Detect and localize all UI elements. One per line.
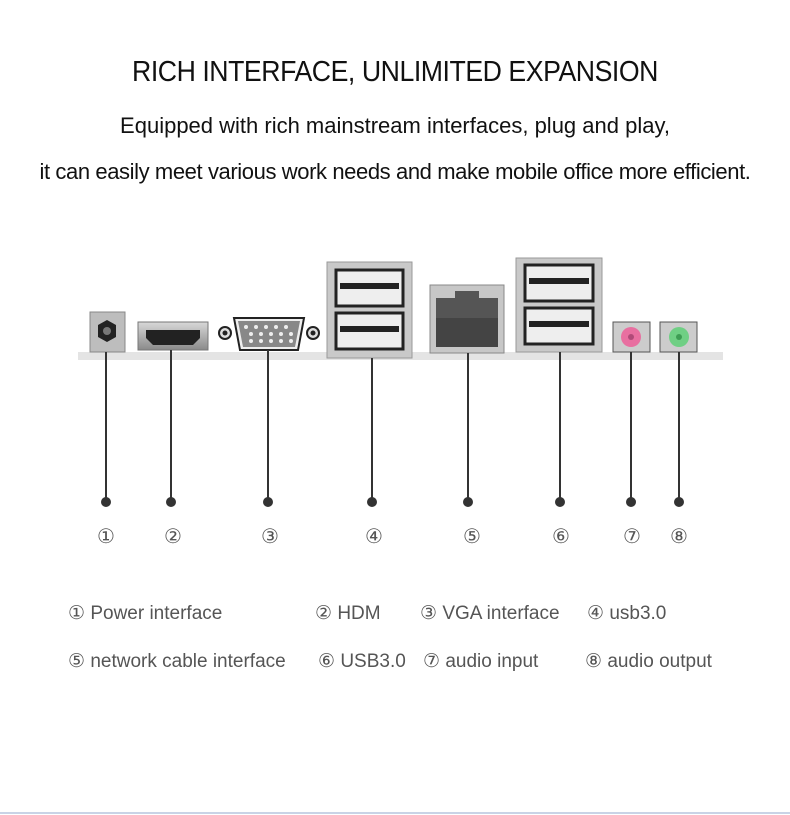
subtitle-line-1: Equipped with rich mainstream interfaces… bbox=[120, 113, 670, 138]
vga-port-icon bbox=[218, 317, 320, 351]
audio-in-jack-icon bbox=[612, 321, 651, 353]
legend-item: ④ usb3.0 bbox=[587, 602, 666, 625]
legend-label: HDM bbox=[337, 603, 381, 624]
legend-number: ① bbox=[68, 603, 86, 624]
bottom-divider bbox=[0, 812, 790, 814]
rj45-port-icon bbox=[429, 284, 505, 354]
legend-number: ③ bbox=[420, 603, 438, 624]
legend-label: USB3.0 bbox=[340, 651, 406, 672]
legend-number: ⑤ bbox=[68, 651, 86, 672]
page-title: RICH INTERFACE, UNLIMITED EXPANSION bbox=[132, 56, 658, 88]
port-number-4: ④ bbox=[365, 526, 383, 548]
legend-number: ⑧ bbox=[585, 651, 603, 672]
subtitle-line-2: it can easily meet various work needs an… bbox=[39, 159, 751, 184]
legend-item: ⑤ network cable interface bbox=[68, 650, 286, 673]
port-number-8: ⑧ bbox=[670, 526, 688, 548]
legend-item: ⑦ audio input bbox=[423, 650, 538, 673]
power-port-icon bbox=[89, 311, 126, 353]
legend-item: ② HDM bbox=[315, 602, 381, 625]
hdmi-port-icon bbox=[137, 321, 209, 351]
legend-label: VGA interface bbox=[442, 603, 560, 624]
port-number-1: ① bbox=[97, 526, 115, 548]
legend-label: audio output bbox=[607, 651, 712, 672]
port-number-6: ⑥ bbox=[552, 526, 570, 548]
audio-out-jack-icon bbox=[659, 321, 698, 353]
usb-port-pair-icon bbox=[326, 261, 413, 359]
legend-item: ⑥ USB3.0 bbox=[318, 650, 406, 673]
legend-number: ⑦ bbox=[423, 651, 441, 672]
leader-lines bbox=[101, 350, 684, 507]
port-number-5: ⑤ bbox=[463, 526, 481, 548]
legend-label: audio input bbox=[445, 651, 539, 672]
legend-label: Power interface bbox=[90, 603, 223, 624]
port-number-2: ② bbox=[164, 526, 182, 548]
usb-port-pair-icon bbox=[515, 257, 603, 353]
legend-number: ② bbox=[315, 603, 333, 624]
legend-number: ④ bbox=[587, 603, 605, 624]
legend-item: ③ VGA interface bbox=[420, 602, 560, 625]
legend-item: ① Power interface bbox=[68, 602, 222, 625]
legend-label: usb3.0 bbox=[609, 603, 667, 624]
port-number-3: ③ bbox=[261, 526, 279, 548]
legend-item: ⑧ audio output bbox=[585, 650, 712, 673]
legend-number: ⑥ bbox=[318, 651, 336, 672]
port-number-7: ⑦ bbox=[623, 526, 641, 548]
legend-label: network cable interface bbox=[90, 651, 286, 672]
